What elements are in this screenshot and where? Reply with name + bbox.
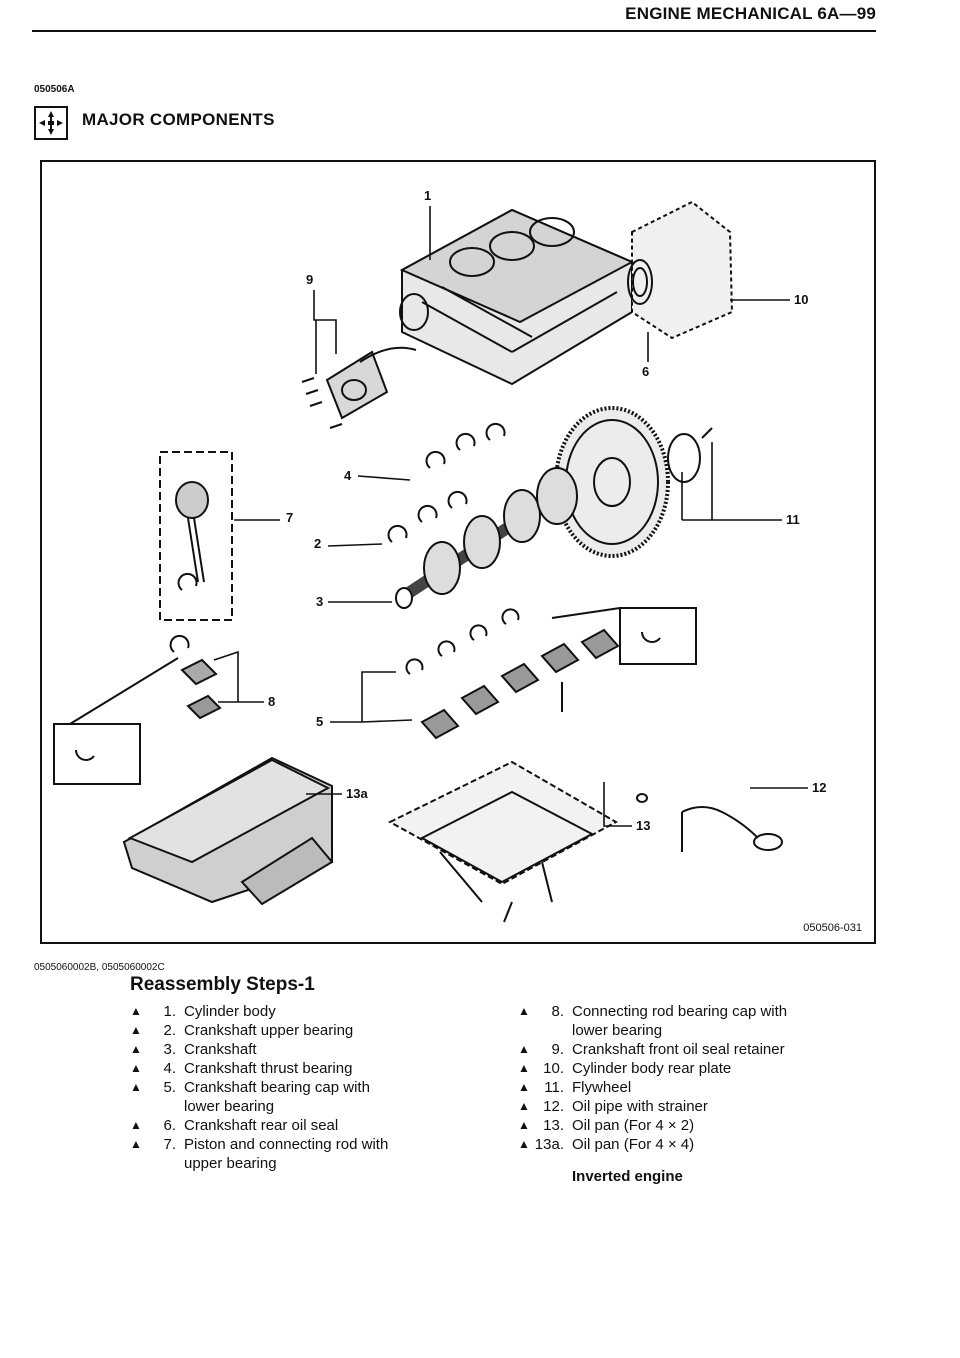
step-marker: ▲ [518,1137,530,1151]
step-6: ▲6.Crankshaft rear oil seal [130,1117,339,1134]
step-marker: ▲ [518,1099,530,1113]
callout-10: 10 [794,292,809,307]
exploded-assembly-icon [34,106,68,140]
step-marker: ▲ [130,1061,142,1075]
callout-4: 4 [344,468,352,483]
front-seal-retainer-drawing [301,346,417,429]
step-marker: ▲ [130,1023,142,1037]
oil-pan-4x2-drawing [387,760,619,923]
step-marker: ▲ [518,1118,530,1132]
step-marker: ▲ [518,1080,530,1094]
callout-2: 2 [314,536,322,551]
callout-9: 9 [306,272,314,287]
rod-bearing-detail-box [53,723,141,785]
oil-pan-4x4-drawing [122,756,334,906]
inverted-engine-note: Inverted engine [572,1168,683,1185]
step-8-continued: lower bearing [572,1022,663,1039]
step-3: ▲3.Crankshaft [130,1041,257,1058]
steps-heading: Reassembly Steps-1 [130,974,315,995]
steps-left-column: ▲1.Cylinder body ▲2.Crankshaft upper bea… [130,1002,530,1173]
callout-7: 7 [286,510,294,525]
exploded-view-figure: 1 9 10 6 4 7 2 11 3 8 5 13a 13 12 050506… [40,160,876,944]
step-2: ▲2.Crankshaft upper bearing [130,1022,354,1039]
callout-6: 6 [642,364,650,379]
leader-lines [213,206,808,827]
step-8: ▲8.Connecting rod bearing cap with [518,1003,788,1020]
step-marker: ▲ [130,1042,142,1056]
step-marker: ▲ [518,1061,530,1075]
step-11: ▲11.Flywheel [518,1079,632,1096]
header-rule [32,30,876,32]
step-10: ▲10.Cylinder body rear plate [518,1060,732,1077]
callout-1: 1 [424,188,432,203]
step-7: ▲7.Piston and connecting rod with [130,1136,389,1153]
cylinder-body-drawing [399,208,635,386]
flywheel-drawing [554,406,713,558]
page-header-title: ENGINE MECHANICAL 6A—99 [625,4,876,23]
rear-plate-drawing [627,200,734,340]
reference-codes: 0505060002B, 0505060002C [34,962,165,973]
step-13: ▲13.Oil pan (For 4 × 2) [518,1117,695,1134]
steps-right-column: ▲8.Connecting rod bearing cap with lower… [518,1002,898,1154]
step-13a: ▲13a.Oil pan (For 4 × 4) [518,1136,695,1153]
step-marker: ▲ [518,1004,530,1018]
bearing-caps-drawing [405,608,620,740]
callout-13: 13 [636,818,651,833]
step-marker: ▲ [130,1004,142,1018]
step-5-continued: lower bearing [184,1098,275,1115]
exploded-view-drawing [53,200,808,923]
step-4: ▲4.Crankshaft thrust bearing [130,1060,353,1077]
document-code: 050506A [34,84,75,95]
bearing-detail-box [619,607,697,665]
step-1: ▲1.Cylinder body [130,1003,276,1020]
callout-13a: 13a [346,786,368,801]
callout-5: 5 [316,714,324,729]
oil-pipe-drawing [636,793,783,852]
step-marker: ▲ [130,1080,142,1094]
figure-id: 050506-031 [803,922,862,934]
upper-bearings-drawing [387,422,506,543]
callout-11: 11 [786,512,800,527]
step-12: ▲12.Oil pipe with strainer [518,1098,708,1115]
callout-12: 12 [812,780,827,795]
piston-detail-box [159,451,233,621]
step-marker: ▲ [518,1042,530,1056]
section-title: MAJOR COMPONENTS [82,110,275,129]
crankshaft-drawing [395,467,578,609]
step-9: ▲9.Crankshaft front oil seal retainer [518,1041,785,1058]
callout-8: 8 [268,694,276,709]
step-marker: ▲ [130,1118,142,1132]
callout-3: 3 [316,594,324,609]
step-marker: ▲ [130,1137,142,1151]
step-7-continued: upper bearing [184,1155,277,1172]
step-5: ▲5.Crankshaft bearing cap with [130,1079,370,1096]
